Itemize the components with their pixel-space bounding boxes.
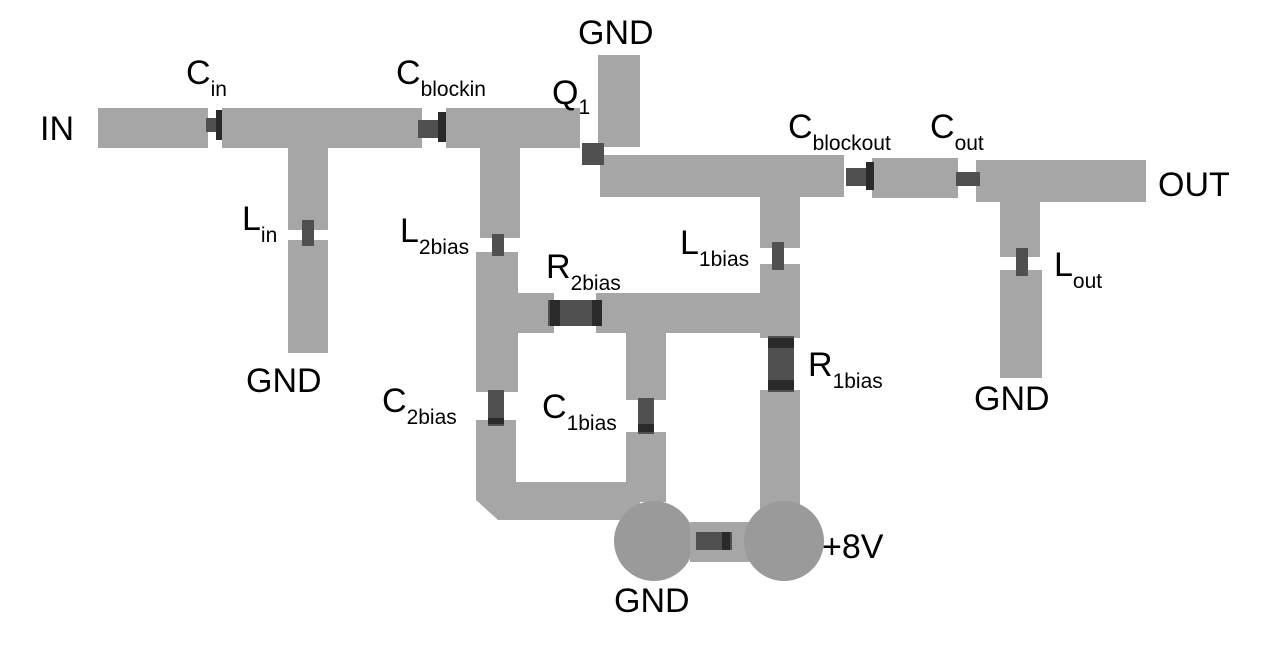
q1-gnd-trace: [598, 55, 640, 147]
gnd-pad: [614, 501, 694, 581]
cout-part: [956, 172, 980, 186]
lout-stub-upper: [1000, 195, 1040, 257]
r1bias-terminal-bottom: [768, 380, 794, 390]
l2bias-upper: [480, 140, 520, 238]
in-label: IN: [40, 110, 74, 148]
cout-label: Cout: [930, 108, 984, 155]
cblockout-terminal: [866, 162, 874, 190]
lin-gnd-label: GND: [246, 362, 322, 400]
in-trace: [98, 108, 208, 148]
r2bias-terminal-right: [592, 300, 602, 326]
lin-label: Lin: [242, 200, 277, 247]
r1bias-label: R1bias: [808, 346, 883, 393]
c1bias-terminal: [638, 424, 654, 432]
labels: IN Cin Cblockin Q1 GND Cblockout Cout OU…: [40, 14, 1230, 620]
lout-gnd-label: GND: [974, 380, 1050, 418]
lout-stub-lower: [1000, 270, 1042, 378]
cblockout-to-cout-trace: [872, 158, 958, 198]
c2bias-lower: [476, 420, 516, 500]
bottom-gnd-bus: [476, 482, 640, 520]
lin-stub-upper: [288, 140, 328, 230]
cblockin-terminal: [438, 112, 446, 142]
lout-part: [1016, 248, 1028, 276]
l1bias-label: L1bias: [680, 224, 749, 271]
cin-label: Cin: [186, 54, 227, 101]
cin-terminal: [216, 110, 222, 140]
l1bias-part: [772, 242, 784, 270]
c1bias-upper: [626, 330, 666, 400]
c1bias-label: C1bias: [542, 388, 617, 435]
r2bias-terminal-left: [550, 300, 560, 326]
q1-label: Q1: [552, 74, 590, 119]
q1-collector-trace: [600, 155, 844, 197]
out-label: OUT: [1158, 166, 1230, 204]
supply-label: +8V: [822, 528, 884, 566]
l1bias-lower: [760, 264, 800, 338]
components: [206, 110, 1028, 550]
l1bias-upper: [760, 190, 800, 248]
l2bias-lower: [476, 252, 518, 392]
lin-stub-lower: [288, 240, 328, 353]
q1-gnd-label: GND: [578, 14, 654, 52]
supply-pad: [744, 501, 824, 581]
decoupling-cap-terminal: [722, 532, 730, 550]
q1-part: [582, 143, 604, 165]
l2bias-label: L2bias: [400, 212, 469, 259]
cblockin-label: Cblockin: [396, 54, 486, 101]
r2bias-label: R2bias: [546, 248, 621, 295]
l2bias-part: [492, 234, 504, 256]
bottom-gnd-label: GND: [614, 582, 690, 620]
cblockout-label: Cblockout: [788, 108, 891, 155]
c1bias-lower: [626, 432, 666, 502]
r1bias-terminal-top: [768, 338, 794, 348]
lout-label: Lout: [1054, 246, 1102, 293]
c2bias-label: C2bias: [382, 382, 457, 429]
lin-part: [302, 220, 314, 246]
r1bias-lower: [760, 390, 800, 510]
r2bias-left-pad: [516, 293, 554, 333]
c2bias-part: [488, 390, 504, 426]
traces: [98, 55, 1146, 581]
c2bias-terminal: [488, 418, 504, 424]
